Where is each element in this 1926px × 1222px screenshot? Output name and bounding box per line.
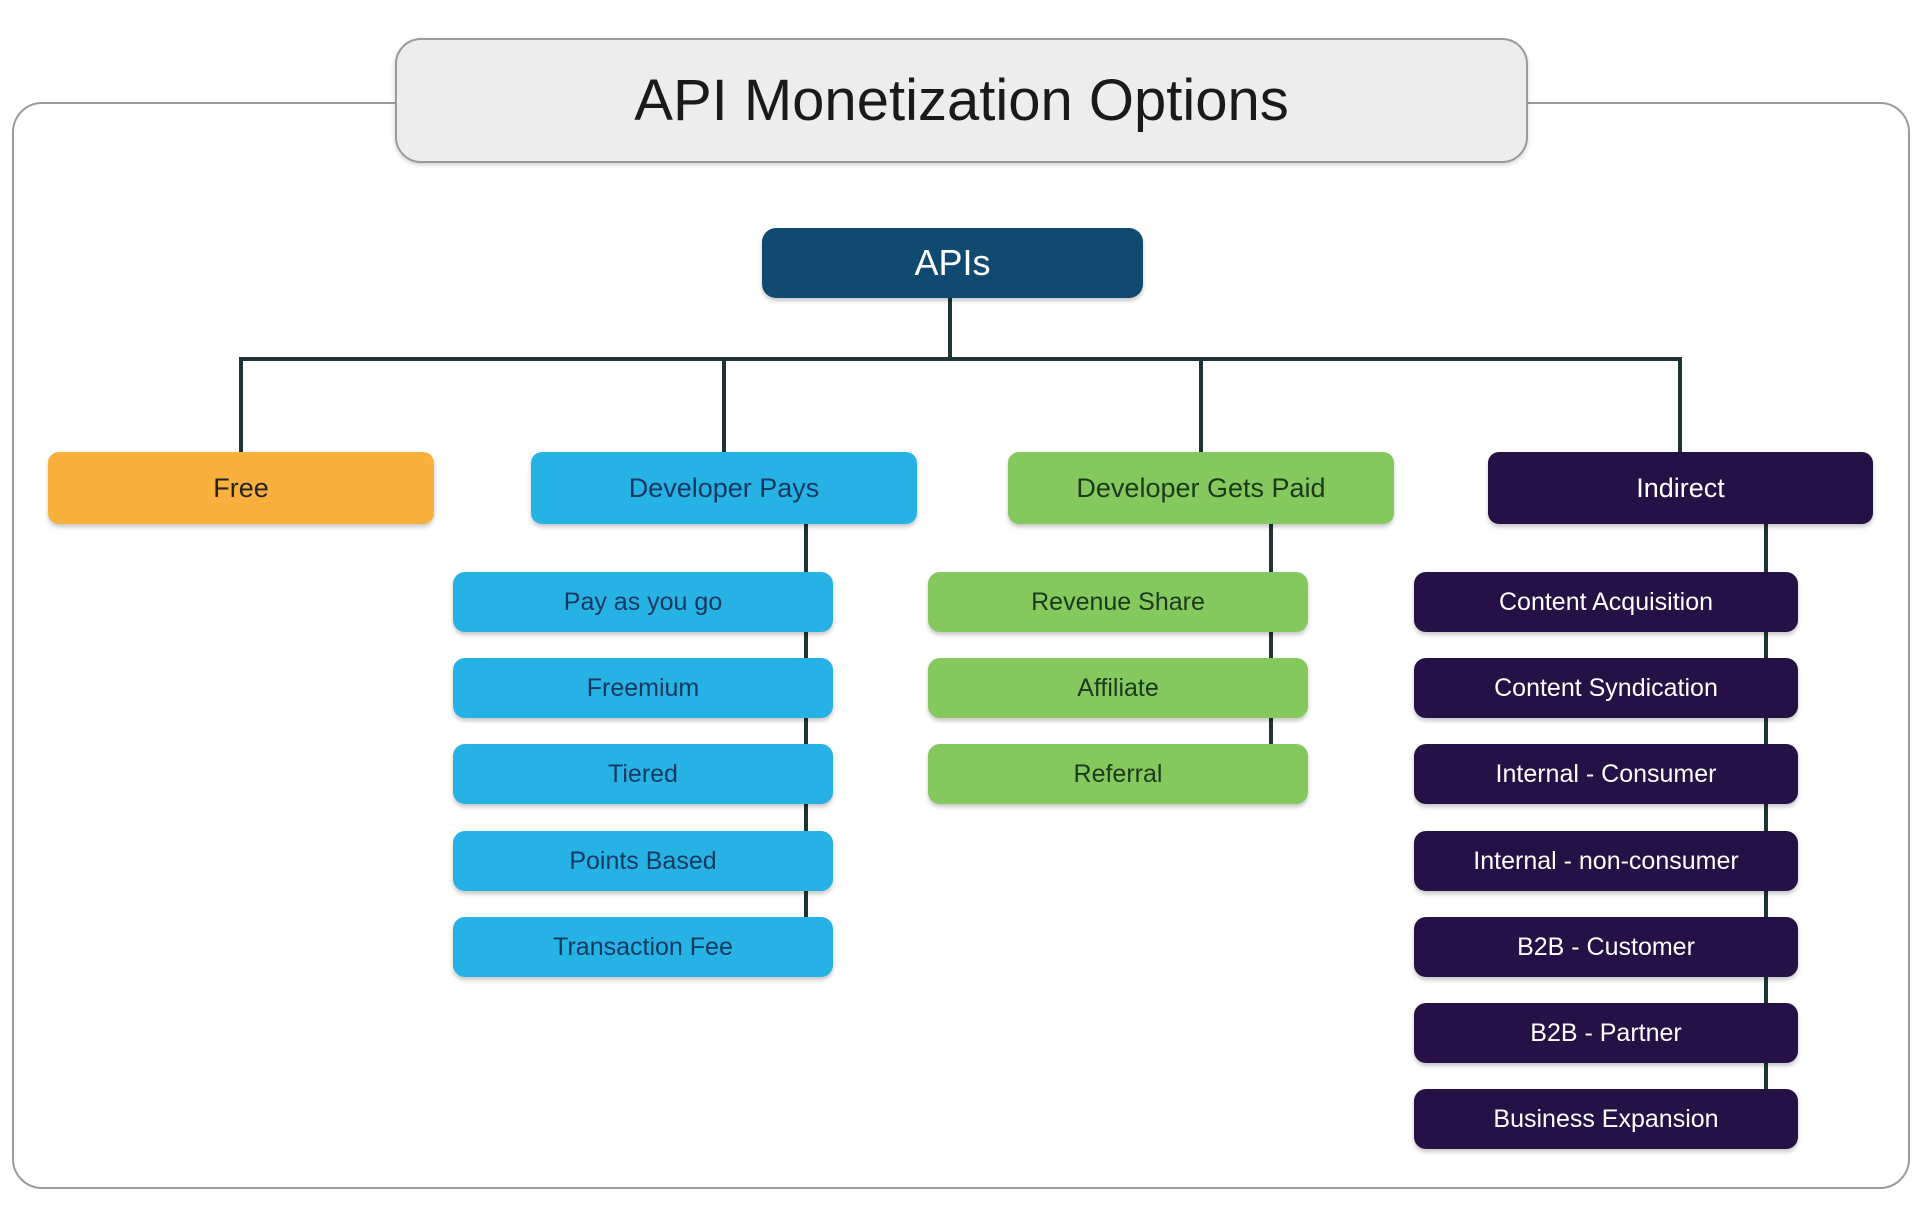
node-internal-non-consumer: Internal - non-consumer [1414, 831, 1798, 891]
node-developer-gets-paid: Developer Gets Paid [1008, 452, 1394, 524]
node-b2b-partner-label: B2B - Partner [1530, 1018, 1682, 1047]
connector-drop-developer-pays [722, 357, 726, 454]
node-pay-as-you-go-label: Pay as you go [563, 587, 723, 616]
node-indirect-label: Indirect [1636, 472, 1725, 503]
node-developer-pays-label: Developer Pays [628, 472, 820, 503]
connector-drop-free [239, 357, 243, 454]
node-developer-pays: Developer Pays [531, 452, 917, 524]
node-transaction-fee: Transaction Fee [453, 917, 833, 977]
node-pay-as-you-go: Pay as you go [453, 572, 833, 632]
node-tiered-label: Tiered [608, 759, 678, 788]
connector-column-indirect [1764, 524, 1768, 1119]
node-developer-gets-paid-label: Developer Gets Paid [1076, 472, 1326, 503]
node-b2b-customer: B2B - Customer [1414, 917, 1798, 977]
node-transaction-fee-label: Transaction Fee [553, 932, 733, 961]
node-referral: Referral [928, 744, 1308, 804]
connector-column-developer-pays [804, 524, 808, 947]
node-points-based-label: Points Based [569, 846, 717, 875]
node-apis-label: APIs [914, 242, 991, 283]
node-freemium: Freemium [453, 658, 833, 718]
node-b2b-customer-label: B2B - Customer [1517, 932, 1695, 961]
connector-horizontal-bus [239, 357, 1682, 361]
node-b2b-partner: B2B - Partner [1414, 1003, 1798, 1063]
node-content-syndication-label: Content Syndication [1494, 673, 1718, 702]
node-tiered: Tiered [453, 744, 833, 804]
node-revenue-share: Revenue Share [928, 572, 1308, 632]
node-freemium-label: Freemium [586, 673, 700, 702]
connector-drop-indirect [1678, 357, 1682, 454]
node-affiliate: Affiliate [928, 658, 1308, 718]
node-internal-consumer: Internal - Consumer [1414, 744, 1798, 804]
connector-column-developer-gets-paid [1269, 524, 1273, 773]
node-revenue-share-label: Revenue Share [1031, 587, 1205, 616]
diagram-title: API Monetization Options [395, 38, 1528, 163]
node-free-label: Free [213, 472, 269, 503]
diagram-title-text: API Monetization Options [634, 68, 1289, 133]
node-internal-non-consumer-label: Internal - non-consumer [1473, 846, 1739, 875]
connector-root-stem [948, 298, 952, 361]
node-free: Free [48, 452, 434, 524]
node-indirect: Indirect [1488, 452, 1873, 524]
node-content-syndication: Content Syndication [1414, 658, 1798, 718]
node-content-acquisition: Content Acquisition [1414, 572, 1798, 632]
node-internal-consumer-label: Internal - Consumer [1495, 759, 1717, 788]
node-apis: APIs [762, 228, 1143, 298]
connector-drop-developer-gets-paid [1199, 357, 1203, 454]
node-affiliate-label: Affiliate [1077, 673, 1159, 702]
node-referral-label: Referral [1073, 759, 1163, 788]
node-points-based: Points Based [453, 831, 833, 891]
node-business-expansion: Business Expansion [1414, 1089, 1798, 1149]
node-content-acquisition-label: Content Acquisition [1498, 587, 1714, 616]
node-business-expansion-label: Business Expansion [1493, 1104, 1719, 1133]
